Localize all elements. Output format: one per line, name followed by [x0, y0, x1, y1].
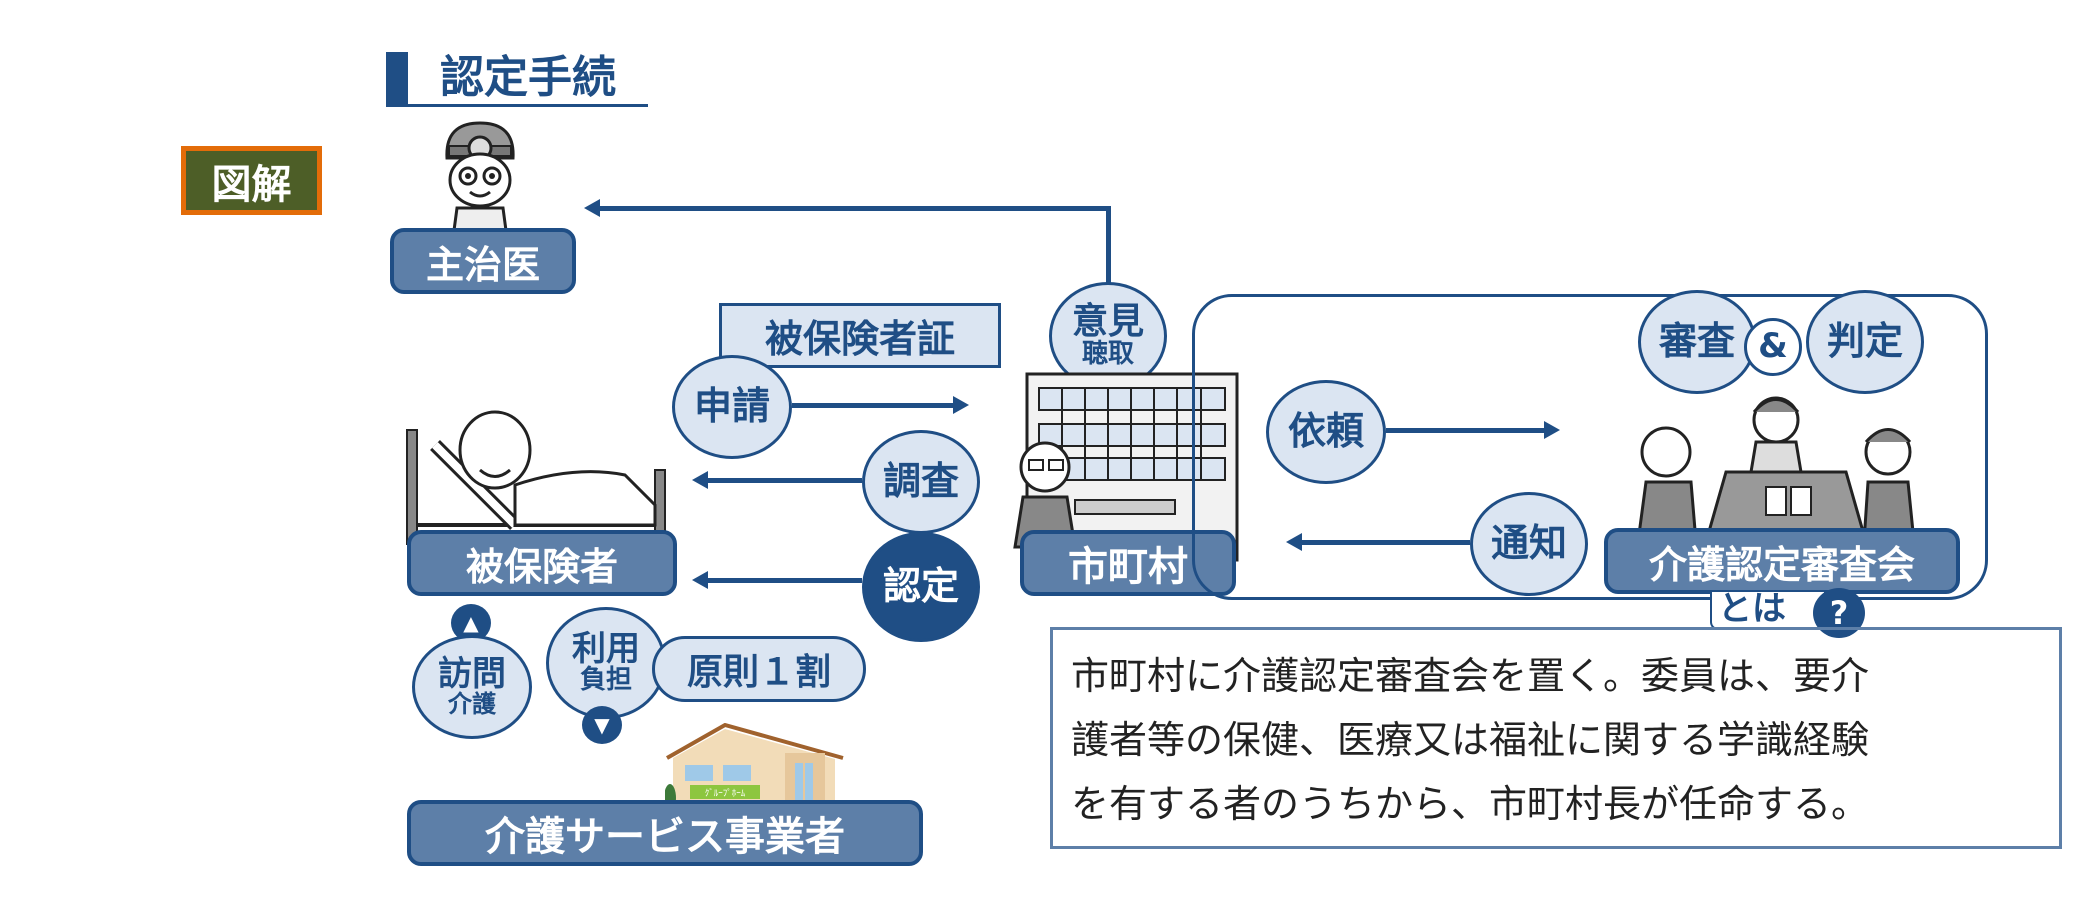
ampersand-icon: & — [1744, 318, 1802, 376]
care-home-illustration: ｸﾞﾙｰﾌﾟﾎｰﾑ — [665, 723, 844, 823]
diagram-badge: 図解 — [181, 146, 322, 215]
explanation-line: を有する者のうちから、市町村長が任命する。 — [1071, 782, 1870, 826]
opinion-connector-vertical — [1106, 206, 1111, 286]
arrow-certify — [692, 571, 862, 589]
arrow-request — [1386, 421, 1560, 439]
doctor-label: 主治医 — [390, 228, 576, 294]
what-is-tag[interactable]: とは — [1710, 592, 1826, 630]
arrow-apply — [792, 396, 969, 414]
insured-person-illustration — [406, 410, 666, 545]
step-notify: 通知 — [1470, 492, 1588, 596]
explanation-line: 市町村に介護認定審査会を置く。委員は、要介 — [1071, 654, 1870, 698]
explanation-box: 市町村に介護認定審査会を置く。委員は、要介 護者等の保健、医療又は福祉に関する学… — [1050, 627, 2062, 849]
committee-frame — [1192, 294, 1988, 600]
step-review: 審査 — [1638, 290, 1756, 394]
down-triangle-icon: ▼ — [582, 706, 622, 744]
step-opinion-hearing: 意見 聴取 — [1049, 282, 1167, 390]
arrow-survey — [692, 471, 862, 489]
care-home-sign: ｸﾞﾙｰﾌﾟﾎｰﾑ — [705, 788, 746, 799]
step-user-cost: 利用 負担 — [546, 607, 666, 719]
badge-label: 図解 — [211, 161, 292, 208]
doctor-illustration — [445, 121, 515, 238]
insurance-card-label: 被保険者証 — [719, 303, 1001, 368]
section-title: 認定手続 — [386, 52, 648, 107]
explanation-line: 護者等の保健、医療又は福祉に関する学識経験 — [1071, 718, 1870, 762]
step-certify: 認定 — [862, 532, 980, 642]
arrow-to-doctor — [584, 199, 1111, 217]
committee-meeting-illustration — [1636, 396, 1916, 542]
step-visit-care: 訪問 介護 — [412, 635, 532, 739]
provider-label: 介護サービス事業者 — [407, 800, 923, 866]
step-judge: 判定 — [1806, 290, 1924, 394]
title-bar-marker — [386, 52, 408, 104]
committee-label: 介護認定審査会 — [1604, 528, 1960, 594]
step-apply: 申請 — [672, 355, 792, 459]
step-survey: 調査 — [862, 430, 980, 534]
insured-label: 被保険者 — [407, 530, 677, 596]
step-request: 依頼 — [1266, 380, 1386, 484]
title-text: 認定手続 — [440, 52, 616, 103]
cost-rule-pill: 原則１割 — [652, 636, 866, 702]
arrow-notify — [1286, 533, 1470, 551]
